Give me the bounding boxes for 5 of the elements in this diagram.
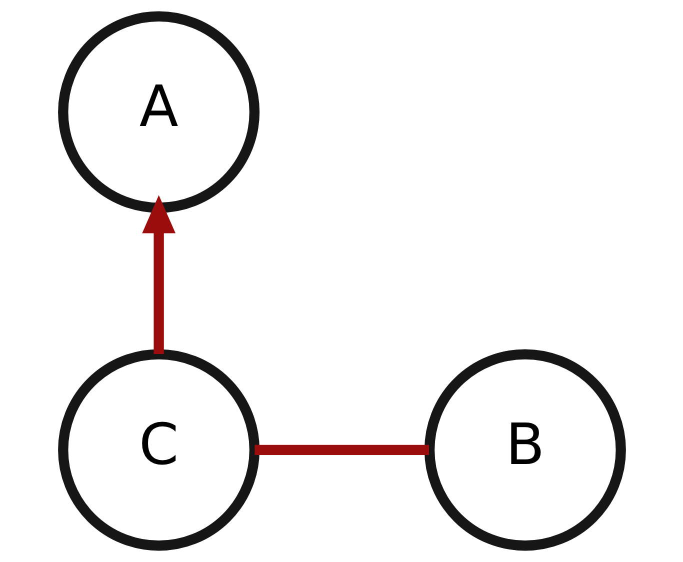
node-circle: C: [58, 349, 260, 551]
connector: [254, 444, 429, 456]
arrow: [142, 195, 175, 354]
node-circle: B: [424, 349, 626, 551]
node-circle: A: [58, 11, 260, 213]
